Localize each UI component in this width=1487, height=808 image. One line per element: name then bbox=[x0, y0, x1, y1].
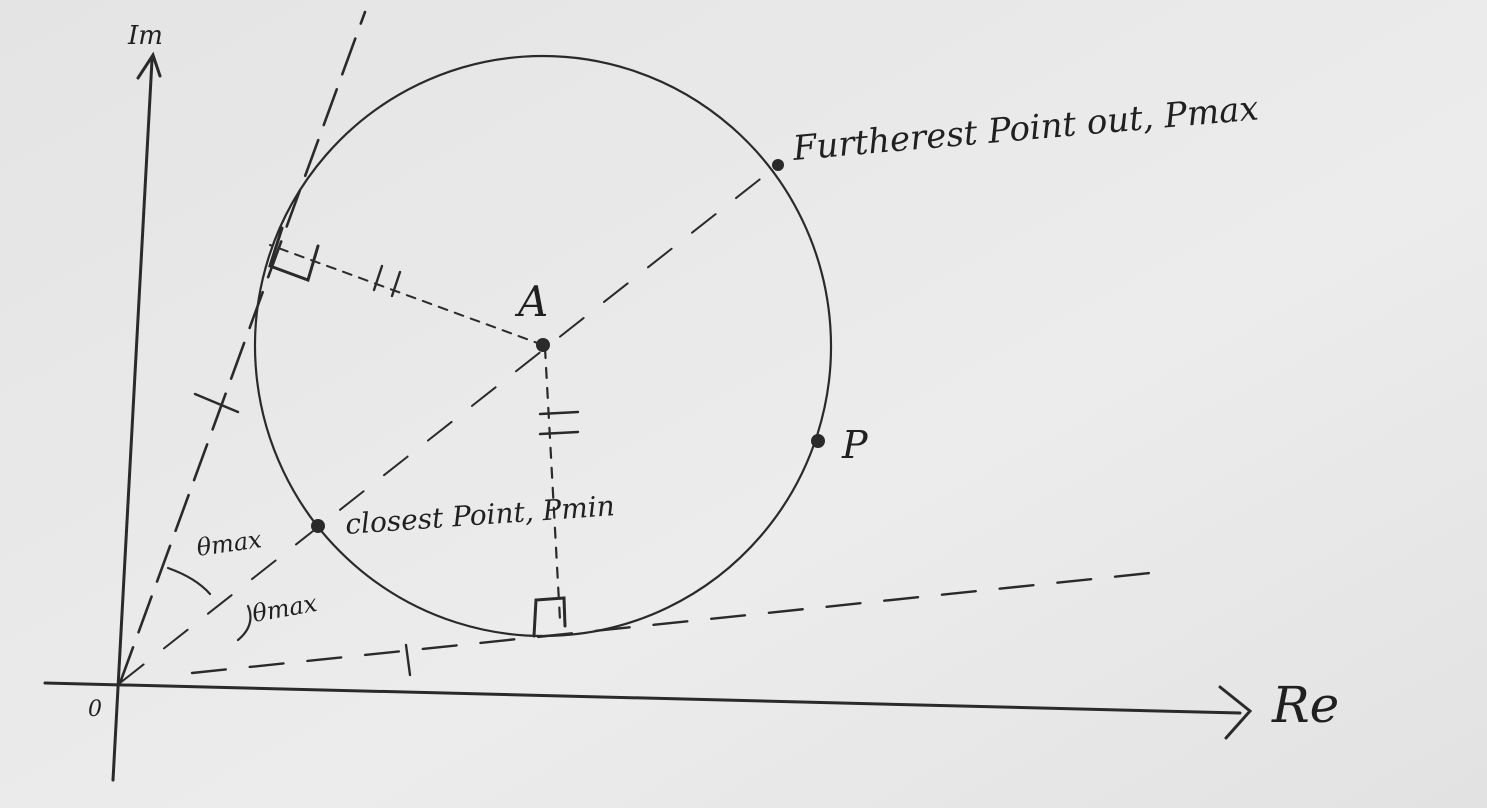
tick-mark-radius-1 bbox=[372, 264, 384, 292]
center-label: A bbox=[514, 277, 548, 326]
radius-to-lower-tangent-point bbox=[543, 346, 562, 622]
real-axis-arrowhead bbox=[1218, 685, 1253, 740]
angle-arc-lower bbox=[236, 604, 252, 642]
right-angle-marker-lower bbox=[532, 596, 567, 638]
radius-to-tangent-point bbox=[269, 244, 544, 346]
point-pmin bbox=[311, 519, 325, 533]
right-angle-marker-upper bbox=[268, 226, 320, 282]
tick-mark-radius-2 bbox=[390, 270, 402, 298]
angle-arc-upper bbox=[166, 566, 212, 596]
tick-mark-vertical-2 bbox=[538, 430, 580, 436]
upper-tangent-line bbox=[118, 10, 367, 685]
point-p-label: P bbox=[841, 423, 869, 467]
imaginary-axis bbox=[111, 58, 154, 782]
lower-tangent-line bbox=[190, 571, 1152, 675]
tick-mark-vertical-1 bbox=[538, 410, 580, 416]
real-axis-label: Re bbox=[1271, 676, 1339, 734]
origin-label: 0 bbox=[88, 697, 102, 722]
imaginary-axis-arrowhead bbox=[136, 51, 162, 80]
tick-mark-tangent-lower bbox=[404, 643, 412, 677]
point-pmax bbox=[772, 159, 784, 171]
point-p bbox=[811, 434, 825, 448]
imaginary-axis-label: Im bbox=[127, 21, 163, 51]
line-origin-to-pmax bbox=[119, 164, 779, 684]
real-axis bbox=[43, 681, 1242, 715]
tick-mark-tangent-upper bbox=[193, 392, 240, 414]
locus-circle bbox=[253, 54, 833, 638]
center-point-a bbox=[536, 338, 550, 352]
